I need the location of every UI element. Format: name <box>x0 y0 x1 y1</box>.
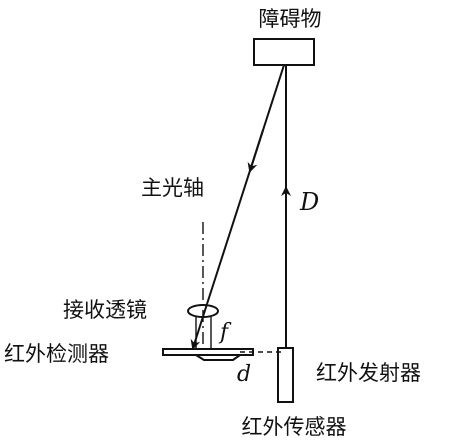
ir-detector-strip <box>162 348 254 356</box>
detector-body-bevel <box>195 354 241 361</box>
ir-emitter-label: 红外发射器 <box>316 361 421 385</box>
distance-symbol: D <box>299 188 319 216</box>
ir-sensor-label: 红外传感器 <box>242 415 347 439</box>
main-axis-label: 主光轴 <box>141 176 204 200</box>
refracted-ray <box>190 303 208 350</box>
offset-symbol: d <box>237 362 251 387</box>
reflected-beam-arrow <box>247 129 264 173</box>
reflected-beam <box>206 64 285 305</box>
focal-length-symbol: f <box>218 320 232 345</box>
ir-detector-label: 红外检测器 <box>4 342 109 366</box>
receiving-lens <box>187 304 219 318</box>
receiving-lens-label: 接收透镜 <box>63 298 147 322</box>
ir-emitter-body <box>277 347 294 403</box>
obstacle-box <box>253 38 315 66</box>
obstacle-label: 障碍物 <box>259 7 322 31</box>
